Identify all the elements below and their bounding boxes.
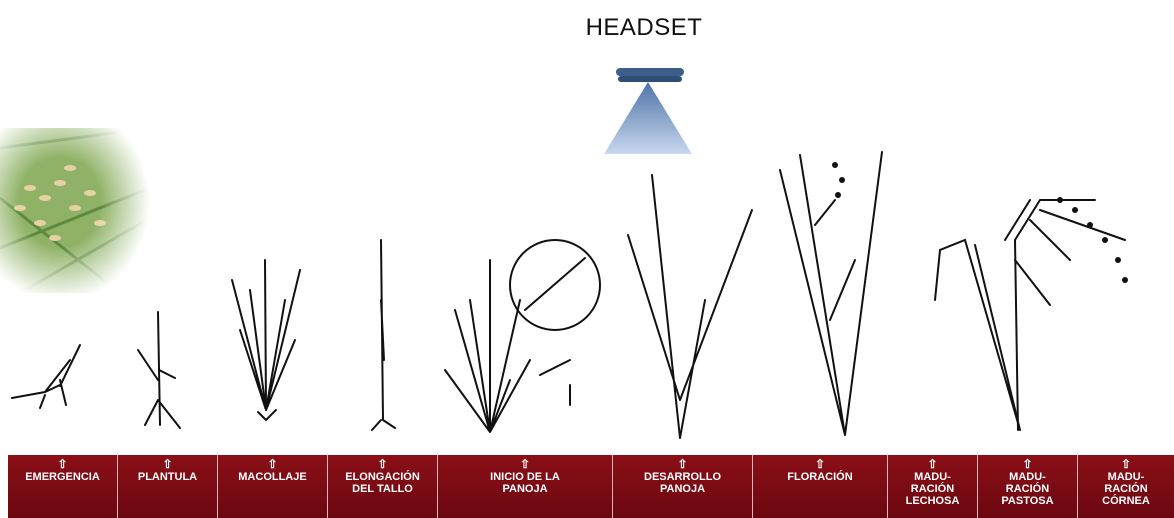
milky-ripening-sketch bbox=[935, 240, 1020, 430]
stage-maduracion-lechosa: ⇧ MADU- RACIÓN LECHOSA bbox=[888, 455, 978, 518]
stage-label: MADU- RACIÓN LECHOSA bbox=[888, 471, 977, 507]
up-arrow-icon: ⇧ bbox=[888, 459, 977, 470]
growth-stage-illustrations bbox=[0, 140, 1174, 445]
stage-elongacion-del-tallo: ⇧ ELONGACIÓN DEL TALLO bbox=[328, 455, 438, 518]
up-arrow-icon: ⇧ bbox=[978, 459, 1077, 470]
up-arrow-icon: ⇧ bbox=[8, 459, 117, 470]
panicle-development-sketch bbox=[628, 175, 752, 438]
flowering-sketch bbox=[780, 152, 882, 435]
growth-stage-bar: ⇧ EMERGENCIA ⇧ PLANTULA ⇧ MACOLLAJE ⇧ EL… bbox=[8, 455, 1174, 518]
stage-label: INICIO DE LA PANOJA bbox=[438, 471, 612, 495]
stage-label: EMERGENCIA bbox=[8, 471, 117, 483]
emergence-sketch bbox=[12, 345, 80, 408]
stage-label: ELONGACIÓN DEL TALLO bbox=[328, 471, 437, 495]
stage-label: MACOLLAJE bbox=[218, 471, 327, 483]
stage-label: PLANTULA bbox=[118, 471, 217, 483]
stage-maduracion-pastosa: ⇧ MADU- RACIÓN PASTOSA bbox=[978, 455, 1078, 518]
diagram-title: HEADSET bbox=[0, 14, 1174, 42]
stage-inicio-de-la-panoja: ⇧ INICIO DE LA PANOJA bbox=[438, 455, 613, 518]
up-arrow-icon: ⇧ bbox=[438, 459, 612, 470]
stage-desarrollo-panoja: ⇧ DESARROLLO PANOJA bbox=[613, 455, 753, 518]
stage-plantula: ⇧ PLANTULA bbox=[118, 455, 218, 518]
stage-label: MADU- RACIÓN CÓRNEA bbox=[1078, 471, 1174, 507]
seedling-sketch bbox=[138, 312, 180, 428]
stage-label: MADU- RACIÓN PASTOSA bbox=[978, 471, 1077, 507]
up-arrow-icon: ⇧ bbox=[118, 459, 217, 470]
up-arrow-icon: ⇧ bbox=[753, 459, 887, 470]
stage-emergencia: ⇧ EMERGENCIA bbox=[8, 455, 118, 518]
stem-elongation-sketch bbox=[372, 240, 395, 430]
up-arrow-icon: ⇧ bbox=[613, 459, 752, 470]
up-arrow-icon: ⇧ bbox=[218, 459, 327, 470]
stage-maduracion-cornea: ⇧ MADU- RACIÓN CÓRNEA bbox=[1078, 455, 1174, 518]
stage-macollaje: ⇧ MACOLLAJE bbox=[218, 455, 328, 518]
stage-label: DESARROLLO PANOJA bbox=[613, 471, 752, 495]
stage-label: FLORACIÓN bbox=[753, 471, 887, 483]
up-arrow-icon: ⇧ bbox=[1078, 459, 1174, 470]
dough-ripening-sketch bbox=[1005, 200, 1125, 430]
up-arrow-icon: ⇧ bbox=[328, 459, 437, 470]
panicle-initiation-sketch bbox=[445, 240, 600, 432]
stage-floracion: ⇧ FLORACIÓN bbox=[753, 455, 888, 518]
tillering-sketch bbox=[232, 260, 300, 420]
